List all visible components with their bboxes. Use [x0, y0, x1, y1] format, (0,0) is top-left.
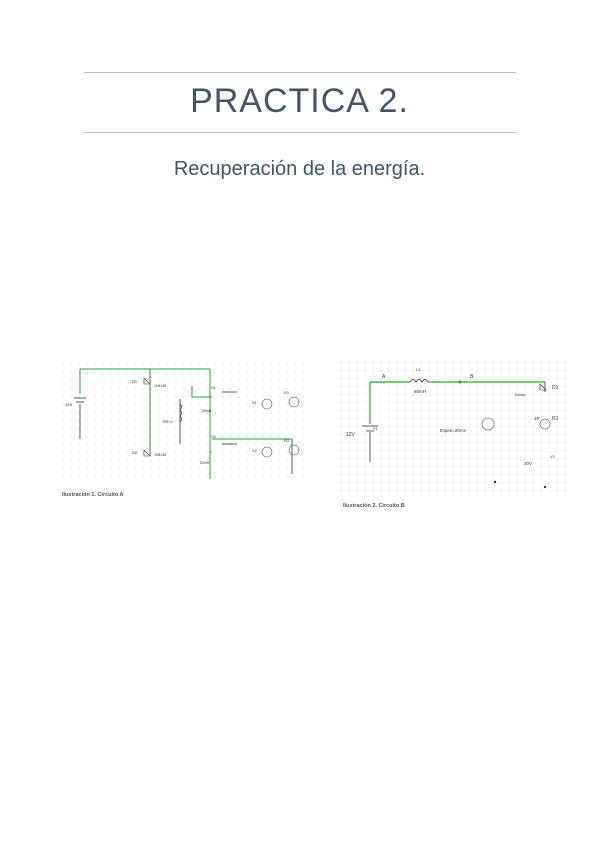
circuit-a-figure: 15V D1 1N4148 D2 1N4148 S1 S2 TRF=1 X1 X… — [62, 364, 306, 484]
ground-icon — [493, 480, 497, 484]
page-subtitle: Recuperación de la energía. — [173, 158, 426, 180]
node-icon — [458, 380, 462, 384]
r1-label: R1 — [552, 416, 559, 422]
ind1-label: 50mH — [202, 409, 212, 413]
ind2-label: 50mH — [200, 461, 210, 465]
lamp-icon — [539, 418, 551, 430]
figure-1-caption: Ilustración 1. Circuito A — [62, 492, 124, 498]
circuit-b-schematic: A B L1 50mH Dmax D1 V1 12V tOpen=20ms 1R… — [340, 362, 572, 494]
ground-icon — [543, 485, 547, 489]
l1-value: 50mH — [414, 389, 426, 394]
d2-label: D2 — [132, 450, 138, 455]
s2-label: S2 — [211, 434, 217, 439]
lamp-icon — [261, 446, 273, 458]
figure-2-caption: Ilustración 2. Circuito B — [343, 503, 405, 509]
d1-label: D1 — [132, 379, 138, 384]
node-a-label: A — [382, 374, 386, 380]
v1-label: V1 — [373, 426, 379, 431]
circuit-a-schematic: 15V D1 1N4148 D2 1N4148 S1 S2 TRF=1 X1 X… — [62, 364, 306, 484]
r1-label: R1 — [284, 390, 290, 395]
lamp-icon — [288, 396, 300, 408]
s1-label: S1 — [211, 385, 217, 390]
diode-icon — [143, 377, 151, 385]
bottom-rule — [84, 132, 516, 133]
v1-value: 12V — [346, 432, 356, 438]
v2-label: V2 — [550, 454, 556, 459]
dmax-label: Dmax — [515, 392, 525, 397]
r1-value: 1R — [534, 416, 541, 421]
switch-label: tOpen=20ms — [440, 428, 467, 433]
l1-label: 1N4148 — [154, 384, 166, 388]
lamp-icon — [261, 398, 273, 410]
lamp-icon — [288, 444, 300, 456]
lamp-icon — [481, 417, 495, 431]
t1-label: TRF=1 — [162, 420, 173, 424]
r2-label: R2 — [284, 438, 290, 443]
l1-label: L1 — [416, 367, 421, 372]
circuit-b-figure: A B L1 50mH Dmax D1 V1 12V tOpen=20ms 1R… — [340, 362, 572, 494]
page-title: PRACTICA 2. — [190, 82, 409, 120]
node-b-label: B — [470, 374, 474, 380]
x1-label: X1 — [252, 400, 258, 405]
l2-label: 1N4148 — [154, 453, 166, 457]
inductor-icon — [409, 379, 430, 383]
transformer-icon — [179, 403, 182, 423]
diode-icon — [143, 449, 151, 457]
x2-label: X2 — [252, 448, 258, 453]
v2-value: 20V — [524, 461, 532, 466]
d1-label: D1 — [552, 385, 559, 391]
diode-icon — [539, 383, 547, 391]
v1-label: 15V — [65, 402, 72, 407]
top-rule — [84, 72, 516, 73]
